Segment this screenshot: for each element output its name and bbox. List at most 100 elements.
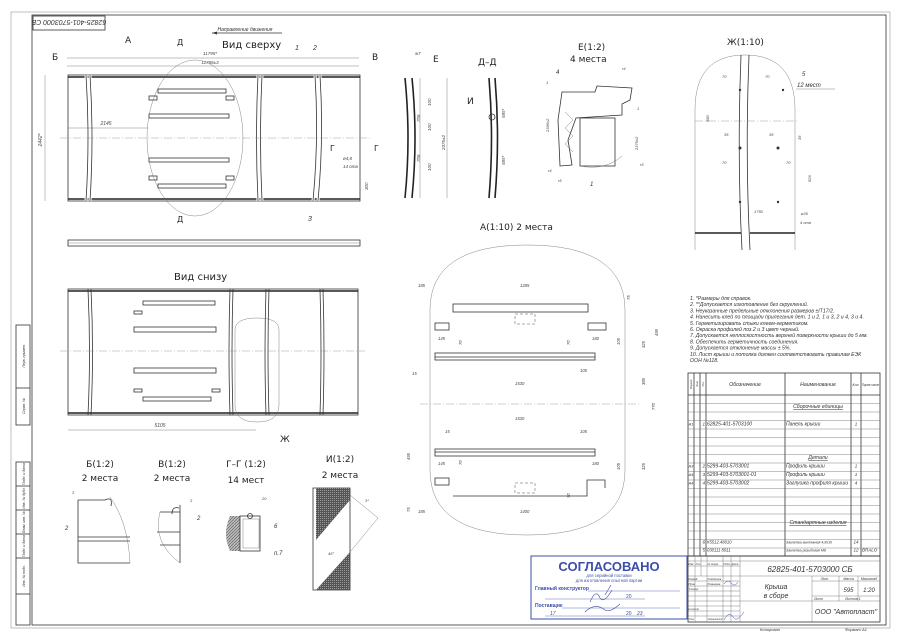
spec-position: 4 (702, 481, 705, 486)
dim-label: 75 (406, 507, 411, 512)
view-title: Вид сверху (222, 40, 281, 51)
dim-label: 105 (616, 462, 621, 470)
note-line: 5. Герметизировать стыки клеем-герметико… (690, 321, 809, 327)
strip-label: Подп. и дата (22, 463, 26, 485)
view-title: Ж(1:10) (727, 38, 764, 48)
spec-quantity: 1 (855, 422, 858, 427)
dim-label: 100 (427, 123, 432, 131)
dim-label: 770 (651, 402, 656, 410)
corner-stamp: 62825-401-5703000 СБ (31, 15, 106, 31)
spec-designation: 5299-403-5703001 (707, 464, 749, 470)
stamp-text: для серийной поставки (586, 573, 632, 578)
dim-label: 105 (580, 429, 588, 434)
view-title: Б(1:2) (86, 460, 114, 470)
technical-notes: 1. *Размеры для справок.2. **Допускается… (689, 296, 868, 364)
note-line: 7. Допускается неплоскостность верхней п… (690, 332, 868, 339)
dim-label: 2376±2 (634, 136, 639, 151)
dim-label: r5 (558, 178, 562, 183)
detail-e: Е(1:2) 4 места 4 1 1 1 r4 r4 r5 r5 2376±… (545, 43, 644, 188)
dim-label: 70 (786, 160, 791, 165)
spec-format: А1 (688, 422, 694, 427)
dim-label: ж7 (414, 51, 421, 56)
dim-label: 706 (416, 154, 421, 162)
dim-label: 4 отв (800, 220, 811, 225)
spec-designation: 5299-403-5703001-01 (707, 472, 757, 478)
spec-format: А3 (688, 464, 695, 469)
strip-label: Взам. инв. № (22, 511, 26, 533)
field-label: № докум. (708, 562, 720, 566)
side-strip: Перв. примен. Справ. № Подп. и дата Инв.… (15, 324, 31, 626)
stamp-title: СОГЛАСОВАНО (558, 559, 659, 574)
field-label: Лист (813, 597, 823, 601)
dim-label: ø4,8 (343, 156, 353, 161)
strip-label: Справ. № (22, 398, 26, 414)
position-number: 6 (274, 524, 278, 530)
field-label: Масса (843, 577, 853, 581)
dim-label: 145 (438, 336, 446, 341)
side-view: ж7 Е 706 706 100 100 100 2376±2 (404, 51, 448, 199)
note-ref: п.7 (274, 551, 283, 557)
spec-position: 6 (702, 540, 705, 545)
dim-label: 35 (769, 132, 774, 137)
dim-label: 1750 (754, 209, 764, 214)
section-mark: Г (330, 144, 335, 153)
spec-name: Профиль крыши (786, 464, 825, 470)
view-subtitle: 2 места (82, 474, 119, 484)
dim-label: 2376±2 (441, 135, 446, 151)
field-label: Листов 1 (844, 597, 861, 601)
position-number: 3 (308, 216, 312, 223)
spec-name: Профиль крыши (786, 472, 825, 478)
strip-label: Перв. примен. (22, 344, 26, 367)
dim-label: 5105 (154, 423, 165, 429)
stamp-text: Главный конструктор (535, 585, 589, 592)
dim-label: 2442* (38, 132, 44, 147)
document-designation: 62825-401-5703000 СБ (767, 565, 852, 574)
spec-designation: 5299-403-5703002 (707, 481, 749, 487)
spec-position: 2 (701, 464, 705, 469)
dim-label: 180 (592, 461, 600, 466)
column-header: Зона (696, 381, 699, 387)
mass-value: 595 (843, 588, 854, 594)
dim-label: 15 (412, 371, 417, 376)
stamp-text: для изготовления опытной партии (576, 578, 643, 583)
dim-label: 1530 (515, 416, 525, 421)
column-header: Наименование (800, 382, 836, 388)
note-line: 1. *Размеры для справок. (690, 296, 752, 302)
stamp-year: 20 (626, 594, 632, 600)
dim-label: 325 (641, 462, 646, 470)
note-line: 4. Нанесить клей по площади прилегания д… (690, 314, 864, 321)
spec-position: 5 (702, 548, 705, 553)
view-title: А(1:10) 2 места (480, 223, 553, 233)
person-name: Черныйский (708, 617, 723, 621)
section-mark: Г (374, 144, 379, 153)
footer-label: Копировал (760, 627, 781, 632)
note-line: 9. Допускается отклонение массы ± 5%. (690, 346, 791, 352)
field-label: Лист (695, 562, 701, 566)
dim-label: 70 (458, 460, 463, 465)
dim-label: r4 (622, 66, 626, 71)
dim-label: 526 (807, 175, 812, 182)
strip-label: Инв. № подл. (22, 565, 26, 587)
dim-label: 585* (501, 108, 506, 118)
title-block: 62825-401-5703000 СБ Крыша в сборе Лит. … (687, 555, 881, 632)
top-view: Направление движения Вид сверху 11795* 1… (38, 27, 379, 247)
detail-b: Б(1:2) 2 места 3 2 (64, 460, 131, 564)
spec-designation: 62825-401-5703100 (707, 422, 752, 428)
dim-label: 100 (427, 163, 432, 171)
position-number: 2 (64, 526, 69, 532)
callout-label: И (467, 97, 474, 107)
person-name: Рязанцева (708, 582, 721, 586)
view-title: Вид снизу (174, 272, 227, 283)
company-name: ООО "Автопласт" (815, 609, 878, 616)
view-subtitle: 4 места (570, 55, 607, 65)
dim-label: 100 (427, 98, 432, 106)
dim-label: 300 (364, 182, 369, 190)
note-line: ООН №118. (690, 358, 719, 364)
view-title: Е(1:2) (578, 43, 605, 53)
direction-label: Направление движения (218, 27, 273, 33)
